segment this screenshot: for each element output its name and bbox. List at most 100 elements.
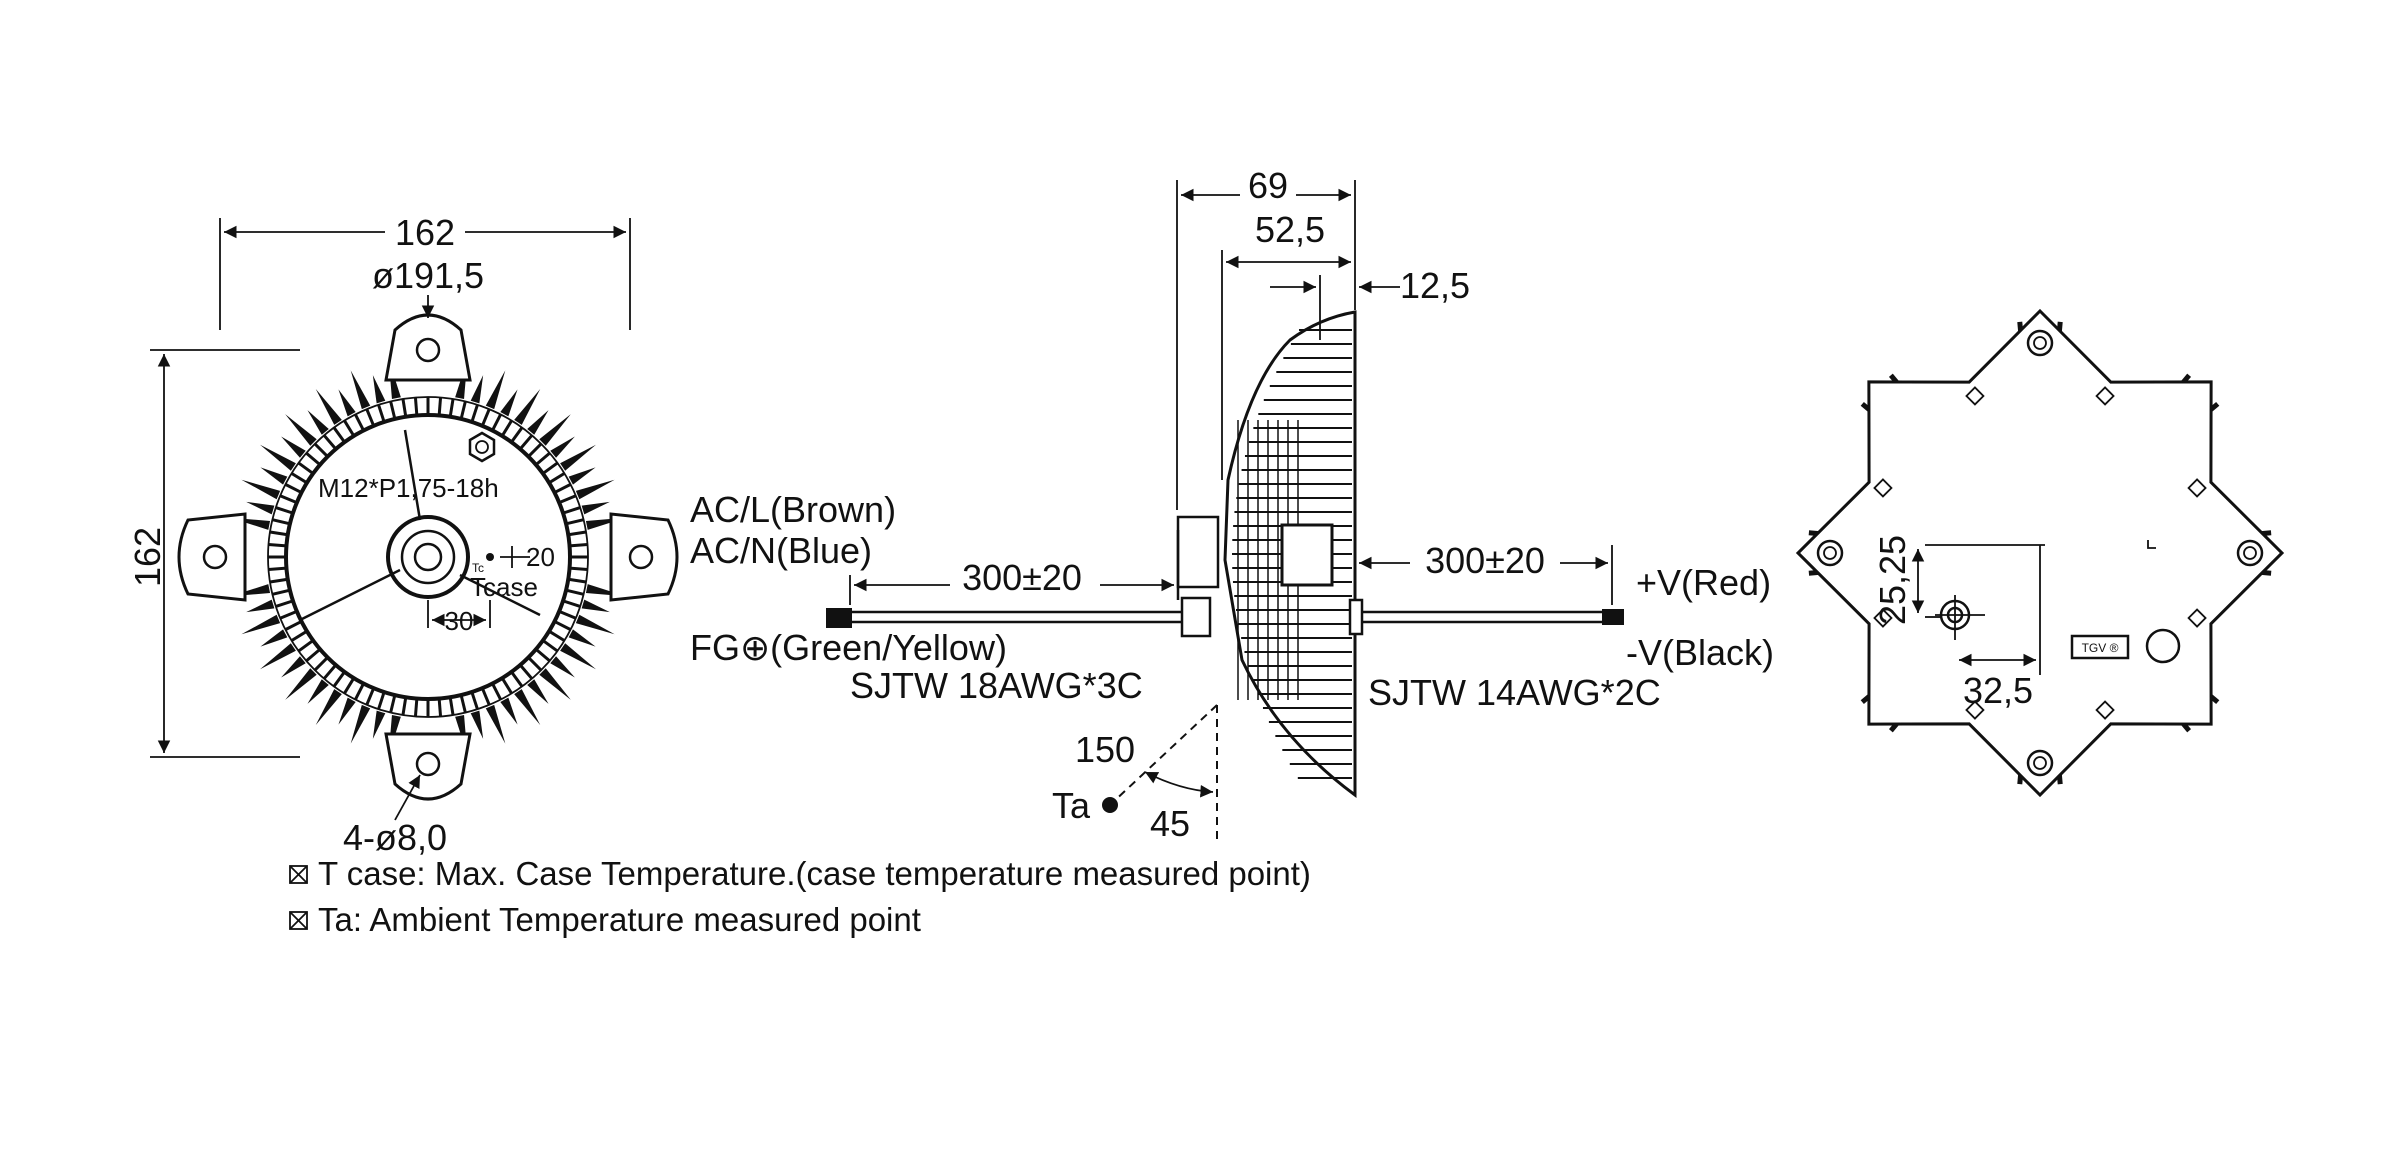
inner-fin bbox=[527, 442, 543, 458]
inner-fin bbox=[480, 408, 491, 427]
back-mounting-holes bbox=[1816, 329, 2264, 777]
fin bbox=[568, 467, 596, 485]
inner-fin bbox=[365, 687, 376, 706]
tc-mark: Tc bbox=[472, 561, 484, 575]
acl-label: AC/L(Brown) bbox=[690, 489, 896, 530]
fin bbox=[307, 410, 329, 435]
inner-fin bbox=[284, 483, 303, 494]
fin bbox=[338, 389, 356, 417]
inner-fin bbox=[553, 483, 572, 494]
inner-fin bbox=[268, 542, 287, 548]
center-hub bbox=[386, 515, 470, 599]
inner-fin bbox=[510, 670, 524, 688]
dim-width: 162 bbox=[395, 212, 455, 253]
inner-fin bbox=[437, 698, 443, 717]
fin bbox=[372, 375, 386, 404]
inner-fin bbox=[519, 434, 534, 450]
tc-offset-30: 30 bbox=[445, 606, 474, 636]
inner-fin bbox=[568, 577, 587, 584]
inner-fin bbox=[354, 682, 365, 701]
inner-fin bbox=[269, 577, 288, 584]
inner-fin bbox=[290, 629, 308, 642]
fin bbox=[514, 389, 541, 425]
fin bbox=[241, 614, 281, 635]
back-small-marks bbox=[1873, 386, 2207, 720]
fin bbox=[550, 436, 575, 458]
inner-fin bbox=[535, 648, 551, 663]
fin bbox=[281, 656, 306, 678]
fin bbox=[338, 697, 356, 725]
inner-fin bbox=[470, 404, 479, 423]
fin bbox=[470, 710, 484, 739]
hex-nut-icon bbox=[468, 431, 496, 463]
inner-fin bbox=[389, 694, 397, 713]
inner-fin bbox=[569, 542, 588, 548]
vplus-label: +V(Red) bbox=[1636, 562, 1771, 603]
fin bbox=[260, 643, 296, 670]
small-square bbox=[1873, 478, 1893, 498]
fin bbox=[485, 370, 506, 410]
inner-fin bbox=[491, 682, 502, 701]
front-base-ring bbox=[267, 396, 589, 718]
fin bbox=[315, 389, 342, 425]
inner-fin bbox=[548, 629, 566, 642]
inner-fin bbox=[541, 639, 559, 653]
inner-fin bbox=[480, 687, 491, 706]
inner-fin bbox=[365, 408, 376, 427]
dim-69: 69 bbox=[1248, 165, 1288, 206]
fin bbox=[285, 668, 317, 700]
inner-fin bbox=[459, 694, 467, 713]
thread-label: M12*P1,75-18h bbox=[318, 473, 499, 503]
inner-fin bbox=[272, 518, 291, 526]
small-square bbox=[1965, 386, 1985, 406]
fin bbox=[500, 389, 518, 417]
inner-fin bbox=[448, 398, 455, 417]
fin bbox=[372, 710, 386, 739]
inner-fin bbox=[448, 697, 455, 716]
fin bbox=[285, 414, 317, 446]
fg-label: FG⊕(Green/Yellow) bbox=[690, 627, 1007, 668]
inner-fin bbox=[290, 472, 308, 485]
inner-fin bbox=[558, 494, 577, 505]
fin bbox=[350, 370, 371, 410]
dim-height: 162 bbox=[127, 527, 168, 587]
inner-fin bbox=[332, 670, 346, 688]
fin bbox=[500, 697, 518, 725]
fin bbox=[485, 704, 506, 744]
acn-label: AC/N(Blue) bbox=[690, 530, 872, 571]
holes-label: 4-ø8,0 bbox=[343, 817, 447, 858]
inner-fin bbox=[377, 691, 386, 710]
inner-fin bbox=[305, 648, 321, 663]
mounting-lugs bbox=[177, 313, 679, 801]
fin bbox=[581, 501, 610, 515]
mount-hole-inner bbox=[2033, 756, 2047, 770]
dim-diameter: ø191,5 bbox=[372, 255, 484, 296]
fin bbox=[575, 614, 615, 635]
note-tcase: T case: Max. Case Temperature.(case temp… bbox=[318, 855, 1311, 892]
inner-fin bbox=[279, 494, 298, 505]
note-ta: Ta: Ambient Temperature measured point bbox=[318, 901, 921, 938]
inner-fin bbox=[568, 530, 587, 537]
len-out: 300±20 bbox=[1425, 540, 1545, 581]
small-square bbox=[1965, 700, 1985, 720]
notes: T case: Max. Case Temperature.(case temp… bbox=[289, 855, 1311, 938]
inner-fin bbox=[519, 664, 534, 680]
inner-fin bbox=[413, 397, 419, 416]
svg-text:TGV ®: TGV ® bbox=[2082, 641, 2119, 655]
inner-fin bbox=[354, 413, 365, 432]
inner-fin bbox=[401, 697, 408, 716]
small-square bbox=[2095, 700, 2115, 720]
inner-fin bbox=[343, 677, 356, 695]
small-square bbox=[2095, 386, 2115, 406]
fin bbox=[514, 689, 541, 725]
cable-in-label: SJTW 18AWG*3C bbox=[850, 665, 1143, 706]
fin bbox=[527, 679, 549, 704]
inner-fin bbox=[269, 530, 288, 537]
fin bbox=[241, 479, 281, 500]
vminus-label: -V(Black) bbox=[1626, 632, 1774, 673]
fin bbox=[550, 656, 575, 678]
small-square bbox=[2187, 478, 2207, 498]
fin bbox=[581, 599, 610, 613]
inner-fin bbox=[275, 506, 294, 515]
